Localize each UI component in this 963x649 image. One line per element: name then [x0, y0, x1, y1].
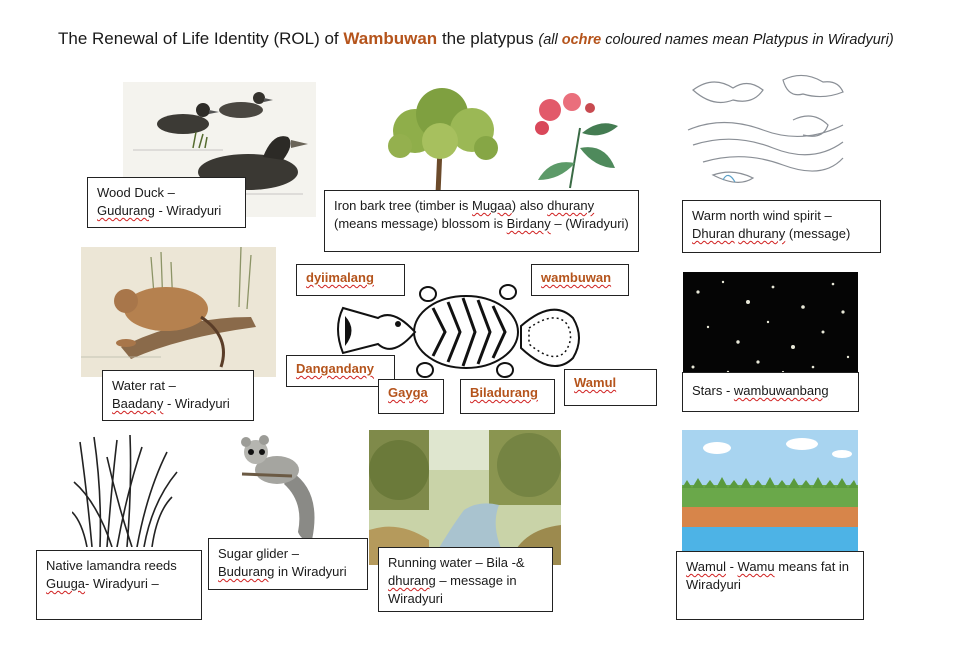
wiradyuri-word: Wamu	[737, 559, 775, 574]
caption-line: Sugar glider –	[218, 546, 299, 561]
caption-line: Native lamandra reeds	[46, 558, 177, 573]
river-bank-picture	[682, 430, 858, 552]
name-text: Dangandany	[296, 361, 375, 376]
name-text: Wamul	[574, 375, 617, 390]
iron-bark-tree-picture	[380, 86, 505, 194]
caption-line: Dhuran dhurany (message)	[692, 225, 871, 243]
caption-rest: (message)	[785, 226, 851, 241]
name-text: Biladurang	[470, 385, 538, 400]
title-suffix: the platypus	[441, 29, 534, 48]
caption-rest: - Wiradyuri	[154, 203, 222, 218]
caption-rest: - Wiradyuri	[163, 396, 230, 411]
name-gayga: Gayga	[378, 379, 444, 414]
north-wind-caption: Warm north wind spirit – Dhuran dhurany …	[682, 200, 881, 253]
name-text: wambuwan	[541, 270, 612, 285]
caption-text: Iron bark tree (timber is	[334, 198, 472, 213]
running-water-picture	[369, 430, 561, 565]
wiradyuri-word: dhurang	[388, 573, 436, 588]
wiradyuri-word: Guuga	[46, 576, 86, 591]
caption-text: means fat in Wiradyuri	[686, 559, 850, 592]
platypus-drawing	[333, 278, 585, 383]
caption-text: Running water – Bila -&	[388, 555, 525, 570]
blossom-picture	[520, 88, 626, 190]
caption-line: Guuga- Wiradyuri –	[46, 575, 192, 593]
name-dyiimalang: dyiimalang	[296, 264, 405, 296]
name-dangandany: Dangandany	[286, 355, 395, 387]
title-note-open: (all	[538, 32, 558, 48]
wamul-caption: Wamul - Wamu means fat in Wiradyuri	[676, 551, 864, 620]
caption-text: Stars -	[692, 383, 734, 398]
caption-text: – (Wiradyuri)	[550, 216, 629, 231]
wiradyuri-word: Birdany	[506, 216, 551, 231]
sugar-glider-caption: Sugar glider – Budurang in Wiradyuri	[208, 538, 368, 590]
name-text: Gayga	[388, 385, 428, 400]
caption-line: Water rat –	[112, 378, 176, 393]
caption-text: ) also	[511, 198, 548, 213]
name-biladurang: Biladurang	[460, 379, 555, 414]
wiradyuri-word: Budurang	[218, 564, 275, 579]
wiradyuri-word: dhurany	[738, 226, 786, 241]
caption-line: Warm north wind spirit –	[692, 208, 832, 223]
caption-text: -	[725, 559, 738, 574]
title-prefix: The Renewal of Life Identity (ROL) of	[58, 29, 339, 48]
title-note: (all ochre coloured names mean Platypus …	[538, 32, 893, 48]
caption-line: Gudurang - Wiradyuri	[97, 202, 236, 220]
running-water-caption: Running water – Bila -& dhurang – messag…	[378, 547, 553, 612]
caption-line: Wood Duck –	[97, 185, 175, 200]
water-rat-picture	[81, 247, 276, 377]
page-title: The Renewal of Life Identity (ROL) of Wa…	[58, 29, 894, 49]
caption-line: Budurang in Wiradyuri	[218, 563, 358, 581]
caption-line: Baadany - Wiradyuri	[112, 395, 244, 413]
title-note-highlight: ochre	[561, 32, 602, 48]
name-wambuwan: wambuwan	[531, 264, 629, 296]
name-wamul: Wamul	[564, 369, 657, 406]
water-rat-caption: Water rat – Baadany - Wiradyuri	[102, 370, 254, 421]
stars-caption: Stars - wambuwanbang	[682, 372, 859, 412]
caption-rest: in Wiradyuri	[274, 564, 347, 579]
title-note-rest: coloured names mean Platypus in Wiradyur…	[605, 32, 894, 48]
sugar-glider-picture	[232, 432, 327, 542]
wiradyuri-word: wambuwanbang	[733, 383, 829, 398]
wiradyuri-word: Wamul	[686, 559, 726, 574]
caption-text: (means message) blossom is	[334, 216, 507, 231]
wood-duck-caption: Wood Duck – Gudurang - Wiradyuri	[87, 177, 246, 228]
stars-picture	[683, 272, 858, 382]
wind-spirit-picture	[683, 70, 848, 195]
title-highlight: Wambuwan	[343, 29, 438, 48]
reeds-caption: Native lamandra reeds Guuga- Wiradyuri –	[36, 550, 202, 620]
caption-text: – message in Wiradyuri	[388, 573, 517, 606]
reeds-picture	[72, 432, 182, 547]
wiradyuri-word: dhurany	[547, 198, 595, 213]
name-text: dyiimalang	[306, 270, 374, 285]
wiradyuri-word: Mugaa	[472, 198, 512, 213]
caption-rest: - Wiradyuri –	[85, 576, 159, 591]
wiradyuri-word: Gudurang	[97, 203, 155, 218]
wiradyuri-word: Baadany	[112, 396, 164, 411]
iron-bark-caption: Iron bark tree (timber is Mugaa) also dh…	[324, 190, 639, 252]
wiradyuri-word: Dhuran	[692, 226, 735, 241]
